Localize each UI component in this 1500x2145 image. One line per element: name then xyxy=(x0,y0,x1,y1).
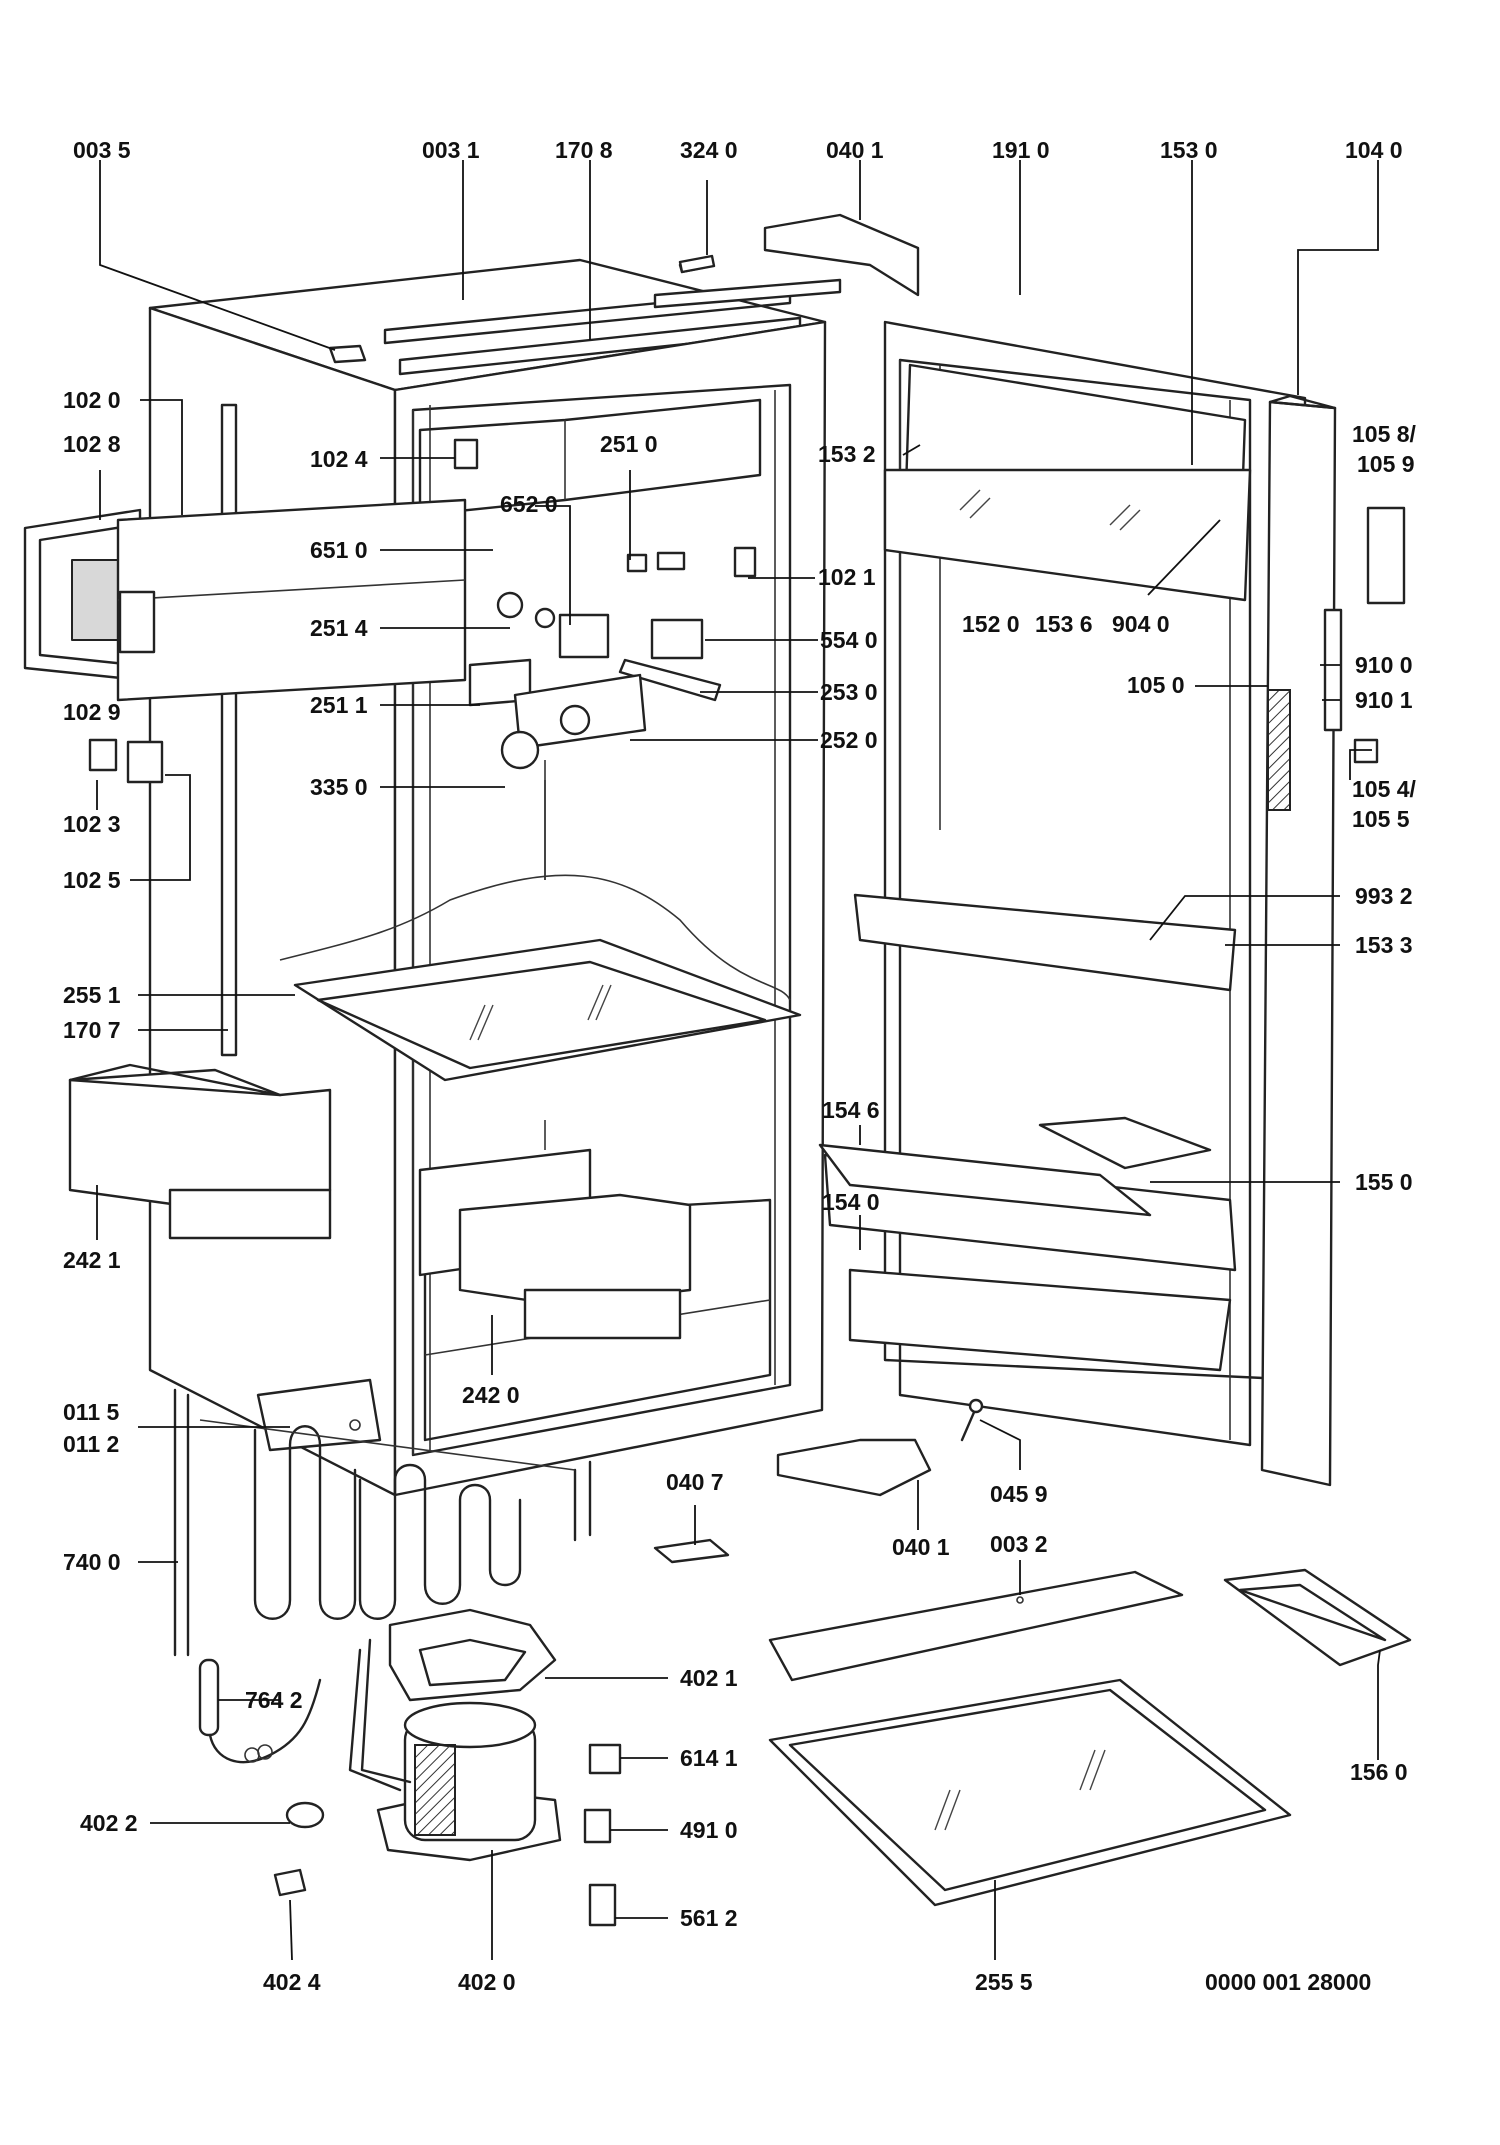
callout-105-0: 105 0 xyxy=(1127,672,1185,698)
hinge-cover-plate xyxy=(653,1538,730,1564)
callout-102-0: 102 0 xyxy=(63,387,121,413)
callout-251-4: 251 4 xyxy=(310,615,368,641)
callout-102-8: 102 8 xyxy=(63,431,121,457)
callout-255-5: 255 5 xyxy=(975,1969,1033,1995)
vegetable-drawer-inner xyxy=(418,1148,692,1340)
callout-003-5: 003 5 xyxy=(73,137,131,163)
callout-153-0: 153 0 xyxy=(1160,137,1218,163)
glass-shelf-upper xyxy=(293,938,802,1082)
callout-154-6: 154 6 xyxy=(822,1097,880,1123)
callout-003-1: 003 1 xyxy=(422,137,480,163)
callout-003-2: 003 2 xyxy=(990,1531,1048,1557)
callout-170-8: 170 8 xyxy=(555,137,613,163)
callout-153-2: 153 2 xyxy=(818,441,876,467)
callout-402-2: 402 2 xyxy=(80,1810,138,1836)
callout-040-1-top: 040 1 xyxy=(826,137,884,163)
glass-shelf-lower xyxy=(768,1678,1292,1907)
door-assembly xyxy=(818,320,1406,1487)
callout-242-0: 242 0 xyxy=(462,1382,520,1408)
callout-402-0: 402 0 xyxy=(458,1969,516,1995)
callout-253-0: 253 0 xyxy=(820,679,878,705)
callout-402-1: 402 1 xyxy=(680,1665,738,1691)
callout-045-9: 045 9 xyxy=(990,1481,1048,1507)
callout-102-5: 102 5 xyxy=(63,867,121,893)
side-cover-panel xyxy=(23,498,467,784)
callout-740-0: 740 0 xyxy=(63,1549,121,1575)
top-cover-clip xyxy=(678,254,716,274)
callout-561-2: 561 2 xyxy=(680,1905,738,1931)
callout-764-2: 764 2 xyxy=(245,1687,303,1713)
callout-105-9: 105 9 xyxy=(1357,451,1415,477)
callout-910-0: 910 0 xyxy=(1355,652,1413,678)
top-hinge xyxy=(763,213,920,297)
callout-011-2: 011 2 xyxy=(63,1431,119,1457)
callout-156-0: 156 0 xyxy=(1350,1759,1408,1785)
compressor-mounting-tray xyxy=(388,1608,557,1702)
leader-lines xyxy=(96,160,1381,1961)
callout-102-1: 102 1 xyxy=(818,564,876,590)
compressor xyxy=(348,1638,562,1862)
thermostat-and-light-parts xyxy=(453,438,757,880)
condenser-coil xyxy=(173,1388,592,1657)
callout-102-3: 102 3 xyxy=(63,811,121,837)
callout-402-4: 402 4 xyxy=(263,1969,321,1995)
callout-105-5: 105 5 xyxy=(1352,806,1410,832)
callout-153-3: 153 3 xyxy=(1355,932,1413,958)
callout-251-0: 251 0 xyxy=(600,431,658,457)
callout-614-1: 614 1 xyxy=(680,1745,738,1771)
callout-152-0: 152 0 xyxy=(962,611,1020,637)
callout-102-9: 102 9 xyxy=(63,699,121,725)
callout-102-4: 102 4 xyxy=(310,446,368,472)
callout-554-0: 554 0 xyxy=(820,627,878,653)
callout-335-0: 335 0 xyxy=(310,774,368,800)
electrical-parts xyxy=(273,1743,622,1927)
callout-154-0: 154 0 xyxy=(822,1189,880,1215)
callout-040-1-bottom: 040 1 xyxy=(892,1534,950,1560)
callout-040-7: 040 7 xyxy=(666,1469,724,1495)
callout-labels: 003 5 003 1 170 8 324 0 040 1 191 0 153 … xyxy=(63,137,1417,1995)
bottom-trim-strip xyxy=(768,1570,1184,1682)
callout-251-1: 251 1 xyxy=(310,692,368,718)
callout-191-0: 191 0 xyxy=(992,137,1050,163)
callout-170-7: 170 7 xyxy=(63,1017,121,1043)
callout-324-0: 324 0 xyxy=(680,137,738,163)
callout-910-1: 910 1 xyxy=(1355,687,1413,713)
callout-652-0: 652 0 xyxy=(500,491,558,517)
ice-cube-tray xyxy=(1223,1568,1412,1667)
callout-105-8: 105 8/ xyxy=(1352,421,1417,447)
bottom-hinge xyxy=(776,1438,932,1497)
callout-904-0: 904 0 xyxy=(1112,611,1170,637)
callout-153-6: 153 6 xyxy=(1035,611,1093,637)
callout-993-2: 993 2 xyxy=(1355,883,1413,909)
callout-491-0: 491 0 xyxy=(680,1817,738,1843)
drawing-number: 0000 001 28000 xyxy=(1205,1969,1371,1995)
callout-252-0: 252 0 xyxy=(820,727,878,753)
filter-drier xyxy=(198,1658,322,1764)
callout-242-1: 242 1 xyxy=(63,1247,121,1273)
callout-011-5: 011 5 xyxy=(63,1399,119,1425)
callout-155-0: 155 0 xyxy=(1355,1169,1413,1195)
callout-105-4: 105 4/ xyxy=(1352,776,1417,802)
cabinet-body xyxy=(148,258,827,1497)
callout-104-0: 104 0 xyxy=(1345,137,1403,163)
callout-651-0: 651 0 xyxy=(310,537,368,563)
callout-255-1: 255 1 xyxy=(63,982,121,1008)
door-screw xyxy=(960,1398,984,1442)
vegetable-drawer-left xyxy=(68,1063,332,1240)
